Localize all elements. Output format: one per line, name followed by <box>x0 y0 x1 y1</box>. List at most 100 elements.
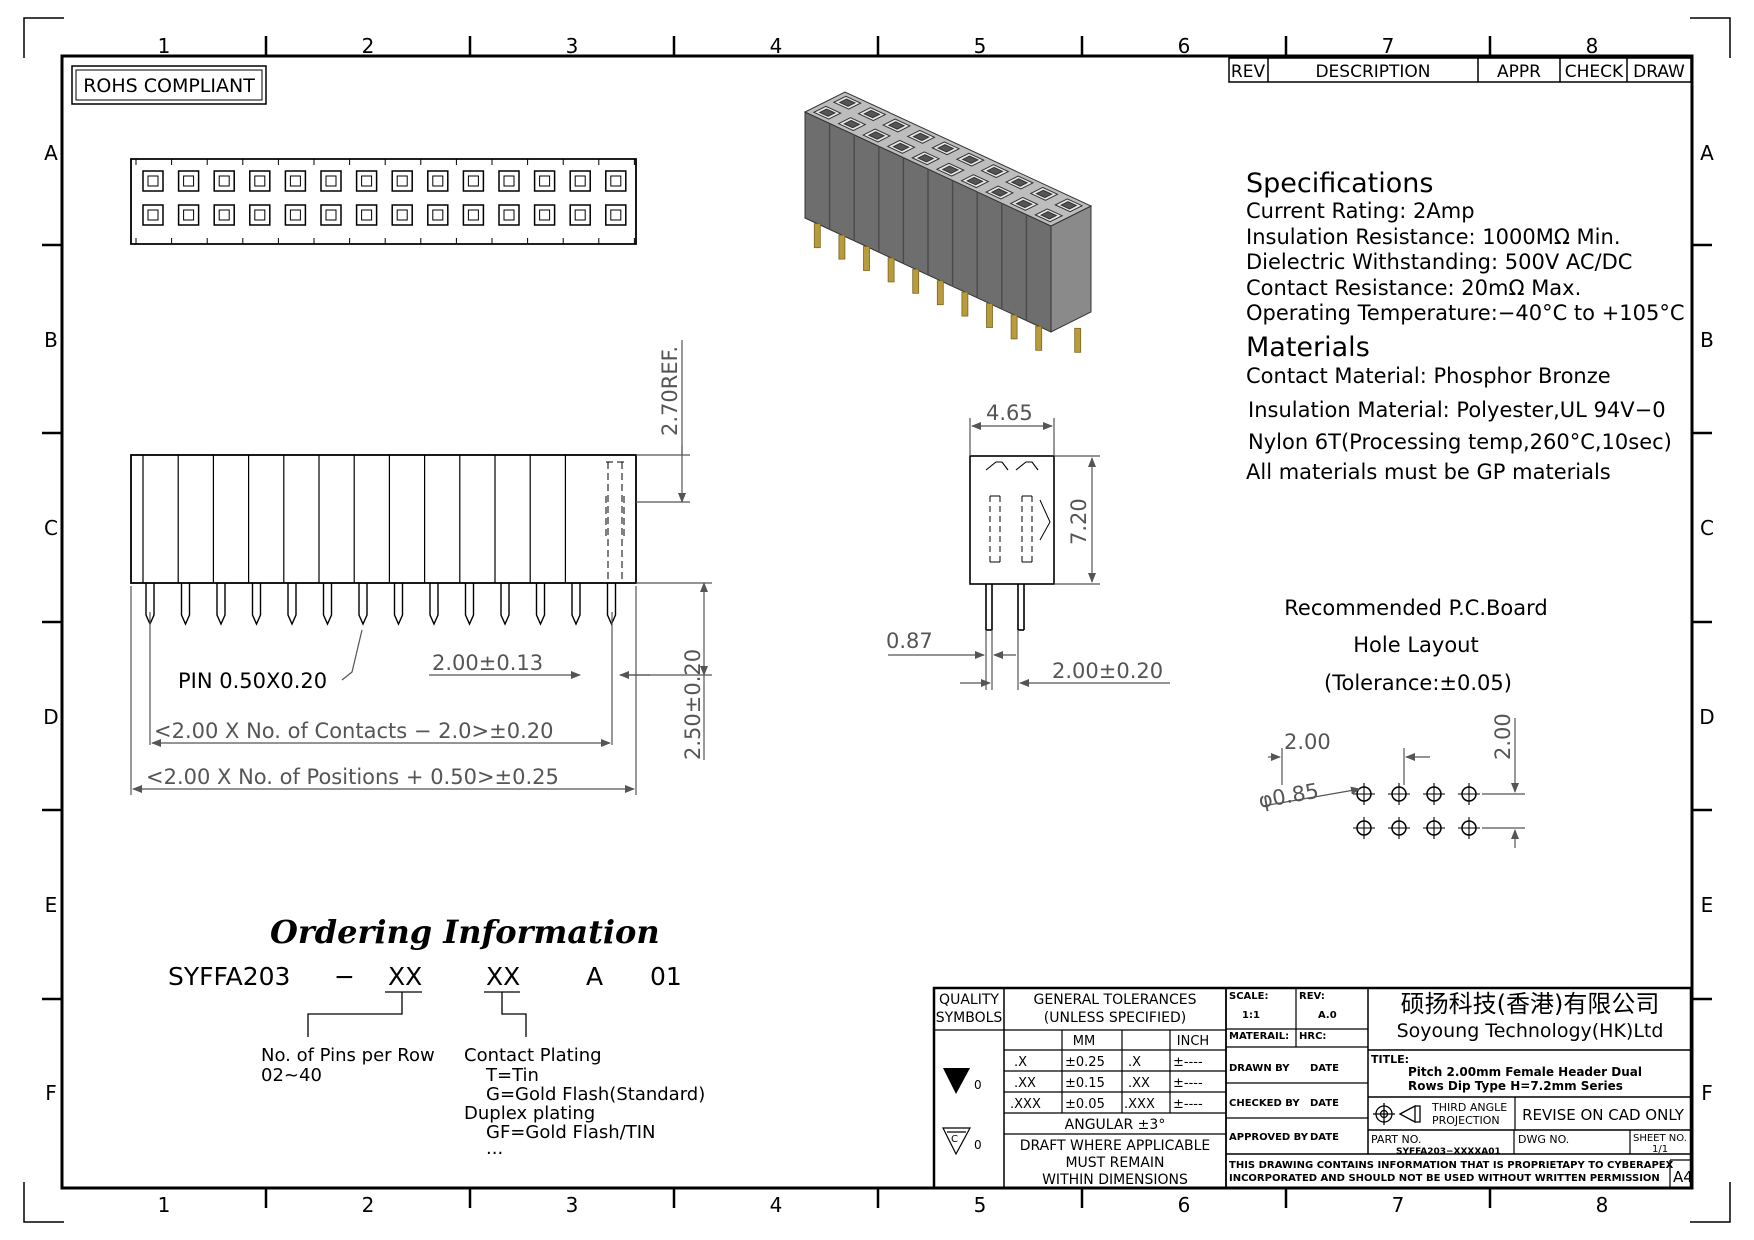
cavity-3d-hole <box>887 121 906 130</box>
pin-cavity <box>284 170 307 192</box>
pin-cavity <box>391 170 413 192</box>
part-type: A <box>586 962 603 991</box>
mm-header: MM <box>1073 1034 1095 1049</box>
inch-header: INCH <box>1177 1034 1209 1049</box>
col-label: 3 <box>566 1193 579 1217</box>
part-suffix: 01 <box>650 962 682 991</box>
pin-cavity <box>320 204 342 226</box>
gold-pin <box>1010 314 1018 340</box>
col-label: 2 <box>362 34 375 58</box>
width-465-label: 4.65 <box>986 401 1033 425</box>
draft-line: WITHIN DIMENSIONS <box>1042 1172 1188 1188</box>
pin-cavity-inner <box>503 209 515 221</box>
hrc-label: HRC: <box>1299 1031 1326 1042</box>
finish-symbol-outline <box>942 1127 972 1156</box>
gold-pin <box>912 268 920 294</box>
scale-value: 1:1 <box>1242 1010 1260 1021</box>
tol-value: ±0.05 <box>1065 1097 1105 1112</box>
pin-cavity <box>320 170 342 192</box>
pin-cavity-inner <box>147 175 159 187</box>
row-label: B <box>44 328 58 352</box>
pin-cavity-inner <box>539 175 551 187</box>
rohs-label: ROHS COMPLIANT <box>83 75 255 97</box>
housing-top-face <box>803 91 1093 227</box>
cavity-3d-hole <box>916 154 935 163</box>
plating-line: GF=Gold Flash/TIN <box>486 1122 656 1143</box>
pin-cavity <box>213 170 235 192</box>
col-label: 3 <box>566 34 579 58</box>
front-dimensions <box>130 340 712 795</box>
general-tolerances-label: (UNLESS SPECIFIED) <box>1044 1010 1186 1026</box>
top-view <box>130 158 637 245</box>
pitch-020-label: 2.00±0.20 <box>1052 659 1163 683</box>
pin-cavity-inner <box>574 175 586 187</box>
pcb-hole-layout <box>1353 783 1480 839</box>
revise-notice: REVISE ON CAD ONLY <box>1522 1106 1685 1124</box>
date-label: DATE <box>1310 1098 1339 1109</box>
part-no-label: PART NO. <box>1371 1133 1421 1146</box>
pin-tail <box>216 583 226 626</box>
title-block <box>932 986 1693 1190</box>
cavity-3d-hole <box>966 176 984 186</box>
plating-line: G=Gold Flash(Standard) <box>486 1084 705 1105</box>
row-label: E <box>1701 893 1714 917</box>
pin-cavity-inner <box>218 175 230 187</box>
pin-cavity-inner <box>361 175 373 187</box>
col-label: 6 <box>1178 34 1191 58</box>
pin-cavity-inner <box>183 175 195 187</box>
quality-label: QUALITY <box>939 992 999 1008</box>
drawn-by-label: DRAWN BY <box>1229 1063 1290 1074</box>
tol-value: ±---- <box>1173 1055 1203 1070</box>
draft-line: DRAFT WHERE APPLICABLE <box>1020 1138 1211 1154</box>
cavity-3d-hole <box>843 119 861 129</box>
rohs-stamp: ROHS COMPLIANT <box>71 65 267 105</box>
col-label: 7 <box>1382 34 1395 58</box>
tol-value: ±---- <box>1173 1076 1203 1091</box>
finish-symbol-filled <box>943 1068 970 1094</box>
sheet-no-label: SHEET NO. <box>1633 1133 1687 1144</box>
pin-cavity <box>569 170 591 192</box>
pcb-title-line: Hole Layout <box>1353 633 1478 657</box>
check-header: CHECK <box>1565 62 1624 82</box>
contacts-formula: <2.00 X No. of Contacts − 2.0>±0.20 <box>154 719 553 743</box>
cavity-3d-hole <box>936 144 955 153</box>
date-label: DATE <box>1310 1063 1339 1074</box>
pin-cavity-inner <box>289 175 301 187</box>
projection-label: THIRD ANGLE <box>1431 1101 1507 1114</box>
spec-line: Contact Resistance: 20mΩ Max. <box>1246 276 1581 300</box>
tail-250-label: 2.50±0.20 <box>681 649 705 760</box>
row-label: F <box>45 1081 57 1105</box>
specifications-heading: Specifications <box>1246 168 1433 199</box>
col-label: 1 <box>158 34 171 58</box>
col-label: 4 <box>770 1193 783 1217</box>
ordering-heading: Ordering Information <box>270 913 660 951</box>
pitch-013-label: 2.00±0.13 <box>432 651 543 675</box>
cavity-3d-hole <box>1035 189 1053 199</box>
drawing-title-line: Pitch 2.00mm Female Header Dual <box>1408 1065 1642 1079</box>
pin-cavity-inner <box>539 209 551 221</box>
gold-pin <box>936 280 944 306</box>
cavity-3d-hole <box>1010 178 1029 187</box>
pin-tail <box>500 583 510 626</box>
pin-cavity <box>569 204 591 226</box>
part-pins-code: XX <box>388 962 422 991</box>
pin-cavity-inner <box>467 175 479 187</box>
pin-cavity-inner <box>610 209 622 221</box>
description-header: DESCRIPTION <box>1315 62 1430 82</box>
spec-line: Current Rating: 2Amp <box>1246 199 1475 223</box>
row-label: D <box>1699 705 1714 729</box>
checked-by-label: CHECKED BY <box>1229 1098 1300 1109</box>
side-dimensions <box>888 418 1170 690</box>
pin-cavity <box>605 170 627 192</box>
cavity-3d-hole <box>912 132 930 142</box>
rev-value: A.0 <box>1318 1010 1337 1021</box>
gold-pin <box>887 257 895 283</box>
finish-symbol-letter: C <box>951 1134 958 1145</box>
drawing-title-line: Rows Dip Type H=7.2mm Series <box>1408 1079 1623 1093</box>
part-plating-code: XX <box>486 962 520 991</box>
pin-tail <box>180 583 191 626</box>
proprietary-line: THIS DRAWING CONTAINS INFORMATION THAT I… <box>1229 1160 1674 1171</box>
tol-key: .XX <box>1128 1076 1150 1091</box>
pin-cavity <box>177 204 200 226</box>
